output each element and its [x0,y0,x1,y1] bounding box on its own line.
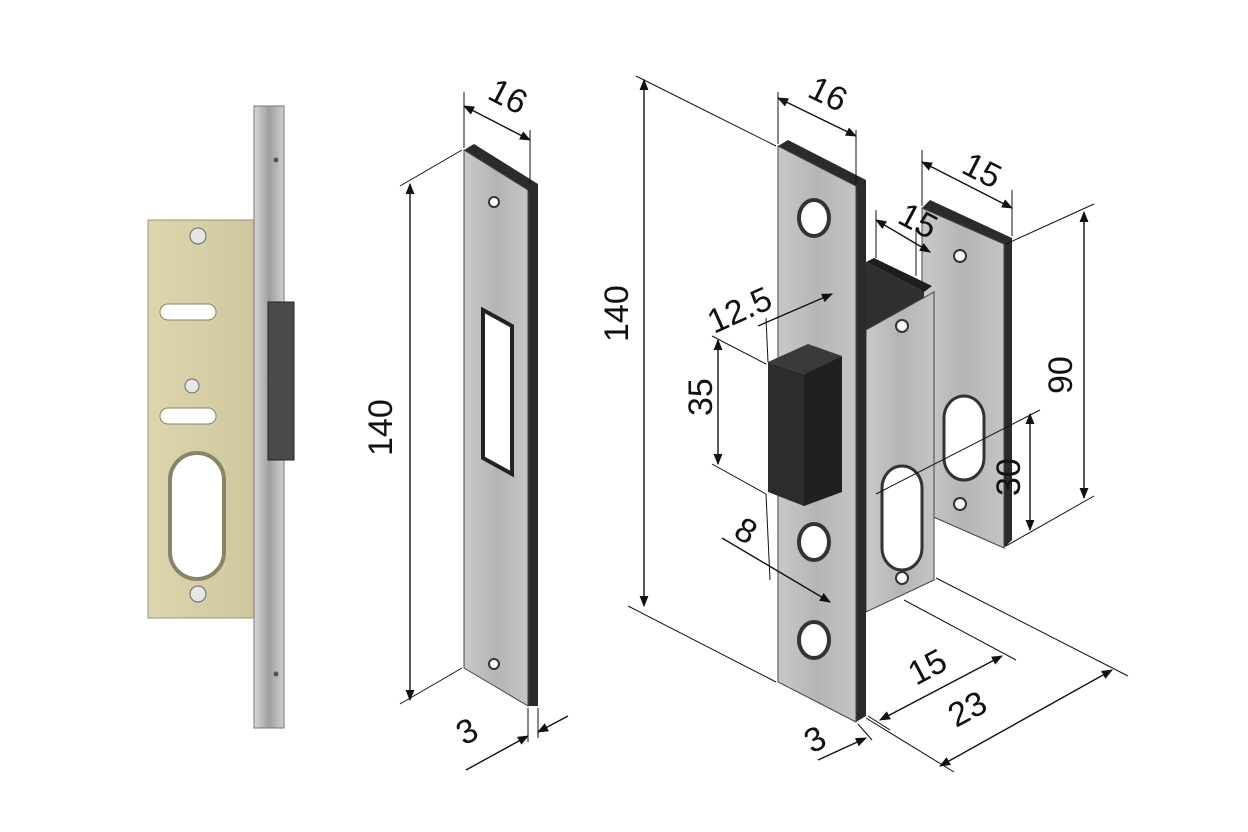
dim-strike-height: 140 [362,399,400,456]
cylinder-plate-screw-top [953,249,967,263]
faceplate-screw-hole-bottom [797,620,831,660]
dim-faceplate-width: 16 [802,69,853,120]
dim-cylinder-height: 90 [1042,356,1080,394]
case-top-dark [866,258,932,292]
strike-plate-side [528,184,538,706]
cylinder-plate-hole [942,394,986,482]
lock-photo [147,105,295,729]
bolt-top [768,344,842,374]
faceplate-side [856,180,866,722]
dim-bolt-offset: 8 [728,510,763,552]
strike-screw-bottom [488,658,500,670]
faceplate-screw-hole-middle [797,522,831,562]
case-slot [880,464,924,572]
dim-faceplate-thickness: 3 [798,719,833,761]
lock-drawing [768,140,1012,723]
screw-top [189,227,207,245]
dim-bolt-height: 35 [682,378,720,416]
cylinder-hole [168,451,226,581]
faceplate-hole-top [273,157,279,163]
faceplate-hole-bottom [273,671,279,677]
bolt-front [768,362,804,506]
faceplate-top [778,140,866,186]
bolt-side [804,356,842,506]
dim-cylinder-offset: 30 [990,458,1028,496]
cylinder-plate-side [1004,238,1012,548]
faceplate-screw-hole-top [797,198,831,238]
strike-plate-top [464,144,538,190]
dim-case-depth: 23 [942,684,993,735]
screw-middle [184,378,200,394]
strike-opening [481,306,514,478]
dim-cylinder-plate-width: 15 [956,145,1007,196]
slot-lower [159,407,217,425]
dim-strike-thickness: 3 [450,711,485,753]
cylinder-plate-screw-bottom [953,497,967,511]
case-screw-top [895,319,909,333]
slot-upper [159,303,217,321]
cylinder-plate-top [922,200,1012,244]
dimension-lines [399,75,1129,773]
lock-bolt [267,301,295,461]
dim-lock-height: 140 [598,285,636,342]
strike-plate [463,144,538,707]
strike-screw-top [488,196,500,208]
dim-strike-width: 16 [482,71,533,122]
case-screw-bottom [895,571,909,585]
screw-bottom [189,585,207,603]
